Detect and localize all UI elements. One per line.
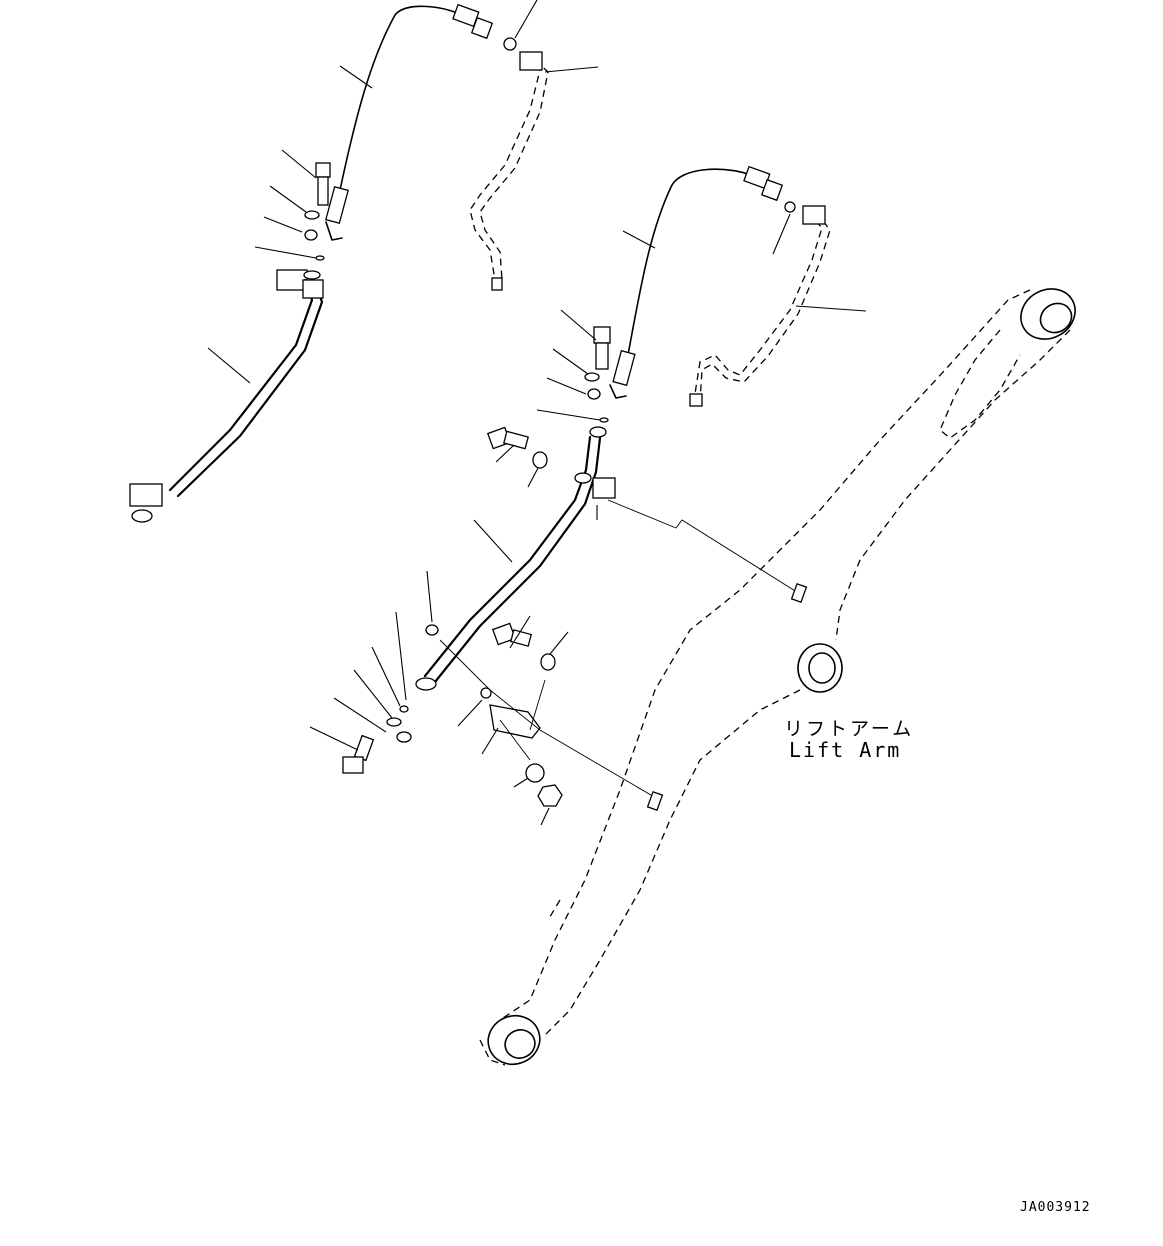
lift-arm-label-jp: リフトアーム [784,718,915,740]
left-upper-tube [469,51,549,291]
right-upper-tube [689,205,831,407]
middle-steel-pipe [415,426,616,691]
leader-lines [207,0,867,826]
right-hydraulic-hose [609,165,796,399]
reference-lines [439,499,808,812]
lift-arm-label-en: Lift Arm [789,738,902,762]
left-lower-steel-pipe [129,269,324,523]
left-fitting-stack [304,162,331,261]
lower-fitting-stack [342,705,412,774]
right-fitting-stack [584,326,611,423]
drawing-code: JA003912 [1020,1200,1091,1215]
left-hydraulic-hose [325,3,517,241]
lift-arm-outline [479,288,1076,1066]
pipe-clamp-upper [486,426,548,469]
pipe-clamp-lower [425,622,563,807]
